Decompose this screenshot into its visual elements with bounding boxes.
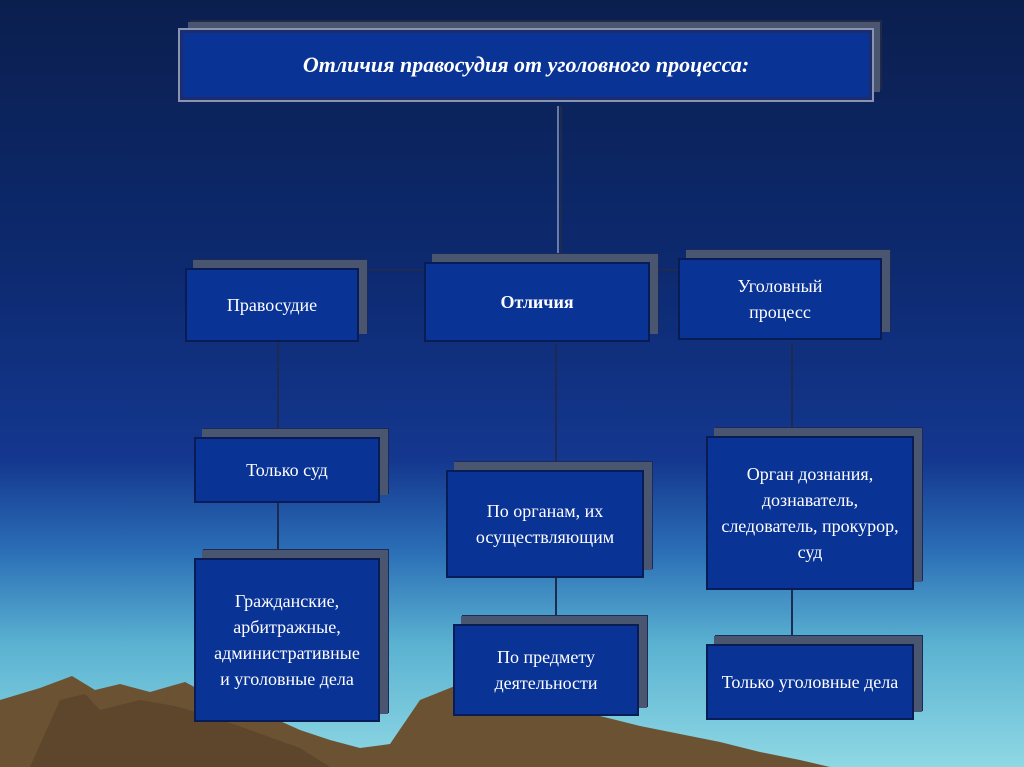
node-differences: Отличия [424, 262, 650, 342]
node-justice: Правосудие [185, 268, 359, 342]
node-civil-cases: Гражданские, арбитражные, административн… [194, 558, 380, 722]
node-by-bodies: По органам, их осуществляющим [446, 470, 644, 578]
mountain-shade [30, 694, 330, 767]
node-investigators: Орган дознания, дознаватель, следователь… [706, 436, 914, 590]
node-by-subject: По предмету деятельности [453, 624, 639, 716]
diagram-title: Отличия правосудия от уголовного процесс… [178, 28, 874, 102]
node-only-criminal: Только уголовные дела [706, 644, 914, 720]
node-only-court: Только суд [194, 437, 380, 503]
node-criminal-process: Уголовный процесс [678, 258, 882, 340]
